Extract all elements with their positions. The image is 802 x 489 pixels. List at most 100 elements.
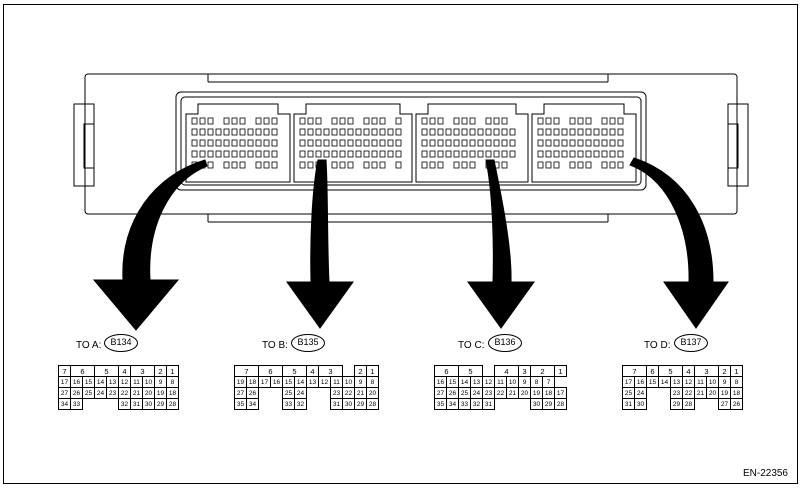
pin: 22 bbox=[118, 387, 131, 399]
pin: 27 bbox=[718, 398, 731, 410]
arrow-c bbox=[485, 159, 512, 283]
pin: 12 bbox=[118, 376, 131, 388]
ecm-pin-hole bbox=[307, 128, 314, 136]
pin: 3 bbox=[318, 365, 343, 377]
ecm-pin-hole bbox=[247, 150, 254, 158]
ecm-pin-hole bbox=[339, 150, 346, 158]
pin: 10 bbox=[142, 376, 155, 388]
ecm-pin-hole bbox=[593, 139, 600, 147]
ecm-pin-hole bbox=[553, 161, 560, 169]
pin: 22 bbox=[494, 387, 507, 399]
pin: 19 bbox=[154, 387, 167, 399]
pin: 3 bbox=[518, 365, 531, 377]
pin: 15 bbox=[282, 376, 295, 388]
pin: 2 bbox=[154, 365, 167, 377]
ecm-pin-hole bbox=[445, 139, 452, 147]
pin: 21 bbox=[354, 387, 367, 399]
ecm-pin-hole bbox=[387, 128, 394, 136]
ecm-pin-hole bbox=[199, 128, 206, 136]
pin: 16 bbox=[70, 376, 83, 388]
arrow-b bbox=[310, 159, 330, 283]
ecm-pin-hole bbox=[485, 150, 492, 158]
arrow-d bbox=[629, 157, 714, 283]
pin: 9 bbox=[518, 376, 531, 388]
ecm-pin-hole bbox=[339, 161, 346, 169]
ecm-pin-hole bbox=[617, 150, 624, 158]
pin: 17 bbox=[58, 376, 71, 388]
ecm-pin-hole bbox=[601, 117, 608, 125]
ecm-pin-hole bbox=[485, 117, 492, 125]
pin: 19 bbox=[530, 387, 543, 399]
pin: 9 bbox=[718, 376, 731, 388]
ecm-pin-hole bbox=[207, 150, 214, 158]
pin: 25 bbox=[282, 387, 295, 399]
pin: 7 bbox=[58, 365, 71, 377]
ecm-pin-hole bbox=[387, 150, 394, 158]
pin: 2 bbox=[718, 365, 731, 377]
ecm-pin-hole bbox=[207, 161, 214, 169]
pin: 31 bbox=[330, 398, 343, 410]
pin: 29 bbox=[670, 398, 683, 410]
ecm-pin-hole bbox=[421, 128, 428, 136]
pin: 10 bbox=[506, 376, 519, 388]
ecm-pin-hole bbox=[323, 139, 330, 147]
ecm-pin-hole bbox=[363, 139, 370, 147]
ecm-pin-hole bbox=[585, 150, 592, 158]
ecm-pin-hole bbox=[255, 150, 262, 158]
ecm-pin-hole bbox=[617, 128, 624, 136]
pin: 17 bbox=[622, 376, 635, 388]
ecm-pin-hole bbox=[199, 139, 206, 147]
connector-b-label: TO B: bbox=[262, 340, 288, 351]
ecm-pin-hole bbox=[601, 161, 608, 169]
pin: 6 bbox=[70, 365, 95, 377]
ecm-pin-hole bbox=[609, 161, 616, 169]
pin: 9 bbox=[154, 376, 167, 388]
ecm-connector-block bbox=[185, 103, 291, 183]
pin: 6 bbox=[434, 365, 459, 377]
pin: 14 bbox=[658, 376, 671, 388]
ecm-pin-hole bbox=[347, 150, 354, 158]
pin: 11 bbox=[694, 376, 707, 388]
ecm-pin-hole bbox=[569, 117, 576, 125]
ecm-pin-hole bbox=[255, 128, 262, 136]
ecm-pin-hole bbox=[223, 150, 230, 158]
ecm-pin-hole bbox=[191, 150, 198, 158]
ecm-pin-hole bbox=[339, 139, 346, 147]
pin: 12 bbox=[318, 376, 331, 388]
pin: 14 bbox=[294, 376, 307, 388]
pin: 4 bbox=[306, 365, 319, 377]
ecm-pin-hole bbox=[537, 161, 544, 169]
ecm-pin-hole bbox=[569, 128, 576, 136]
ecm-pin-hole bbox=[271, 128, 278, 136]
ecm-pin-hole bbox=[429, 139, 436, 147]
pin: 17 bbox=[258, 376, 271, 388]
ecm-pin-hole bbox=[609, 150, 616, 158]
pin: 21 bbox=[130, 387, 143, 399]
ecm-pin-hole bbox=[347, 139, 354, 147]
ecm-pin-hole bbox=[453, 117, 460, 125]
pin: 30 bbox=[634, 398, 647, 410]
ecm-pin-hole bbox=[537, 128, 544, 136]
pin: 24 bbox=[470, 387, 483, 399]
pin: 26 bbox=[70, 387, 83, 399]
ecm-pin-hole bbox=[271, 150, 278, 158]
ecm-pin-hole bbox=[215, 128, 222, 136]
ecm-pin-hole bbox=[601, 150, 608, 158]
ecm-pin-hole bbox=[421, 117, 428, 125]
ecm-pin-hole bbox=[347, 161, 354, 169]
ecm-pin-hole bbox=[207, 128, 214, 136]
ecm-pin-hole bbox=[437, 150, 444, 158]
ecm-pin-hole bbox=[569, 150, 576, 158]
ecm-pin-hole bbox=[307, 117, 314, 125]
pin: 24 bbox=[634, 387, 647, 399]
ecm-pin-hole bbox=[239, 139, 246, 147]
pin: 15 bbox=[646, 376, 659, 388]
ecm-pin-hole bbox=[485, 139, 492, 147]
ecm-pin-hole bbox=[239, 150, 246, 158]
ecm-pin-hole bbox=[461, 128, 468, 136]
harness-arrows bbox=[92, 157, 729, 331]
ecm-pin-hole bbox=[461, 139, 468, 147]
